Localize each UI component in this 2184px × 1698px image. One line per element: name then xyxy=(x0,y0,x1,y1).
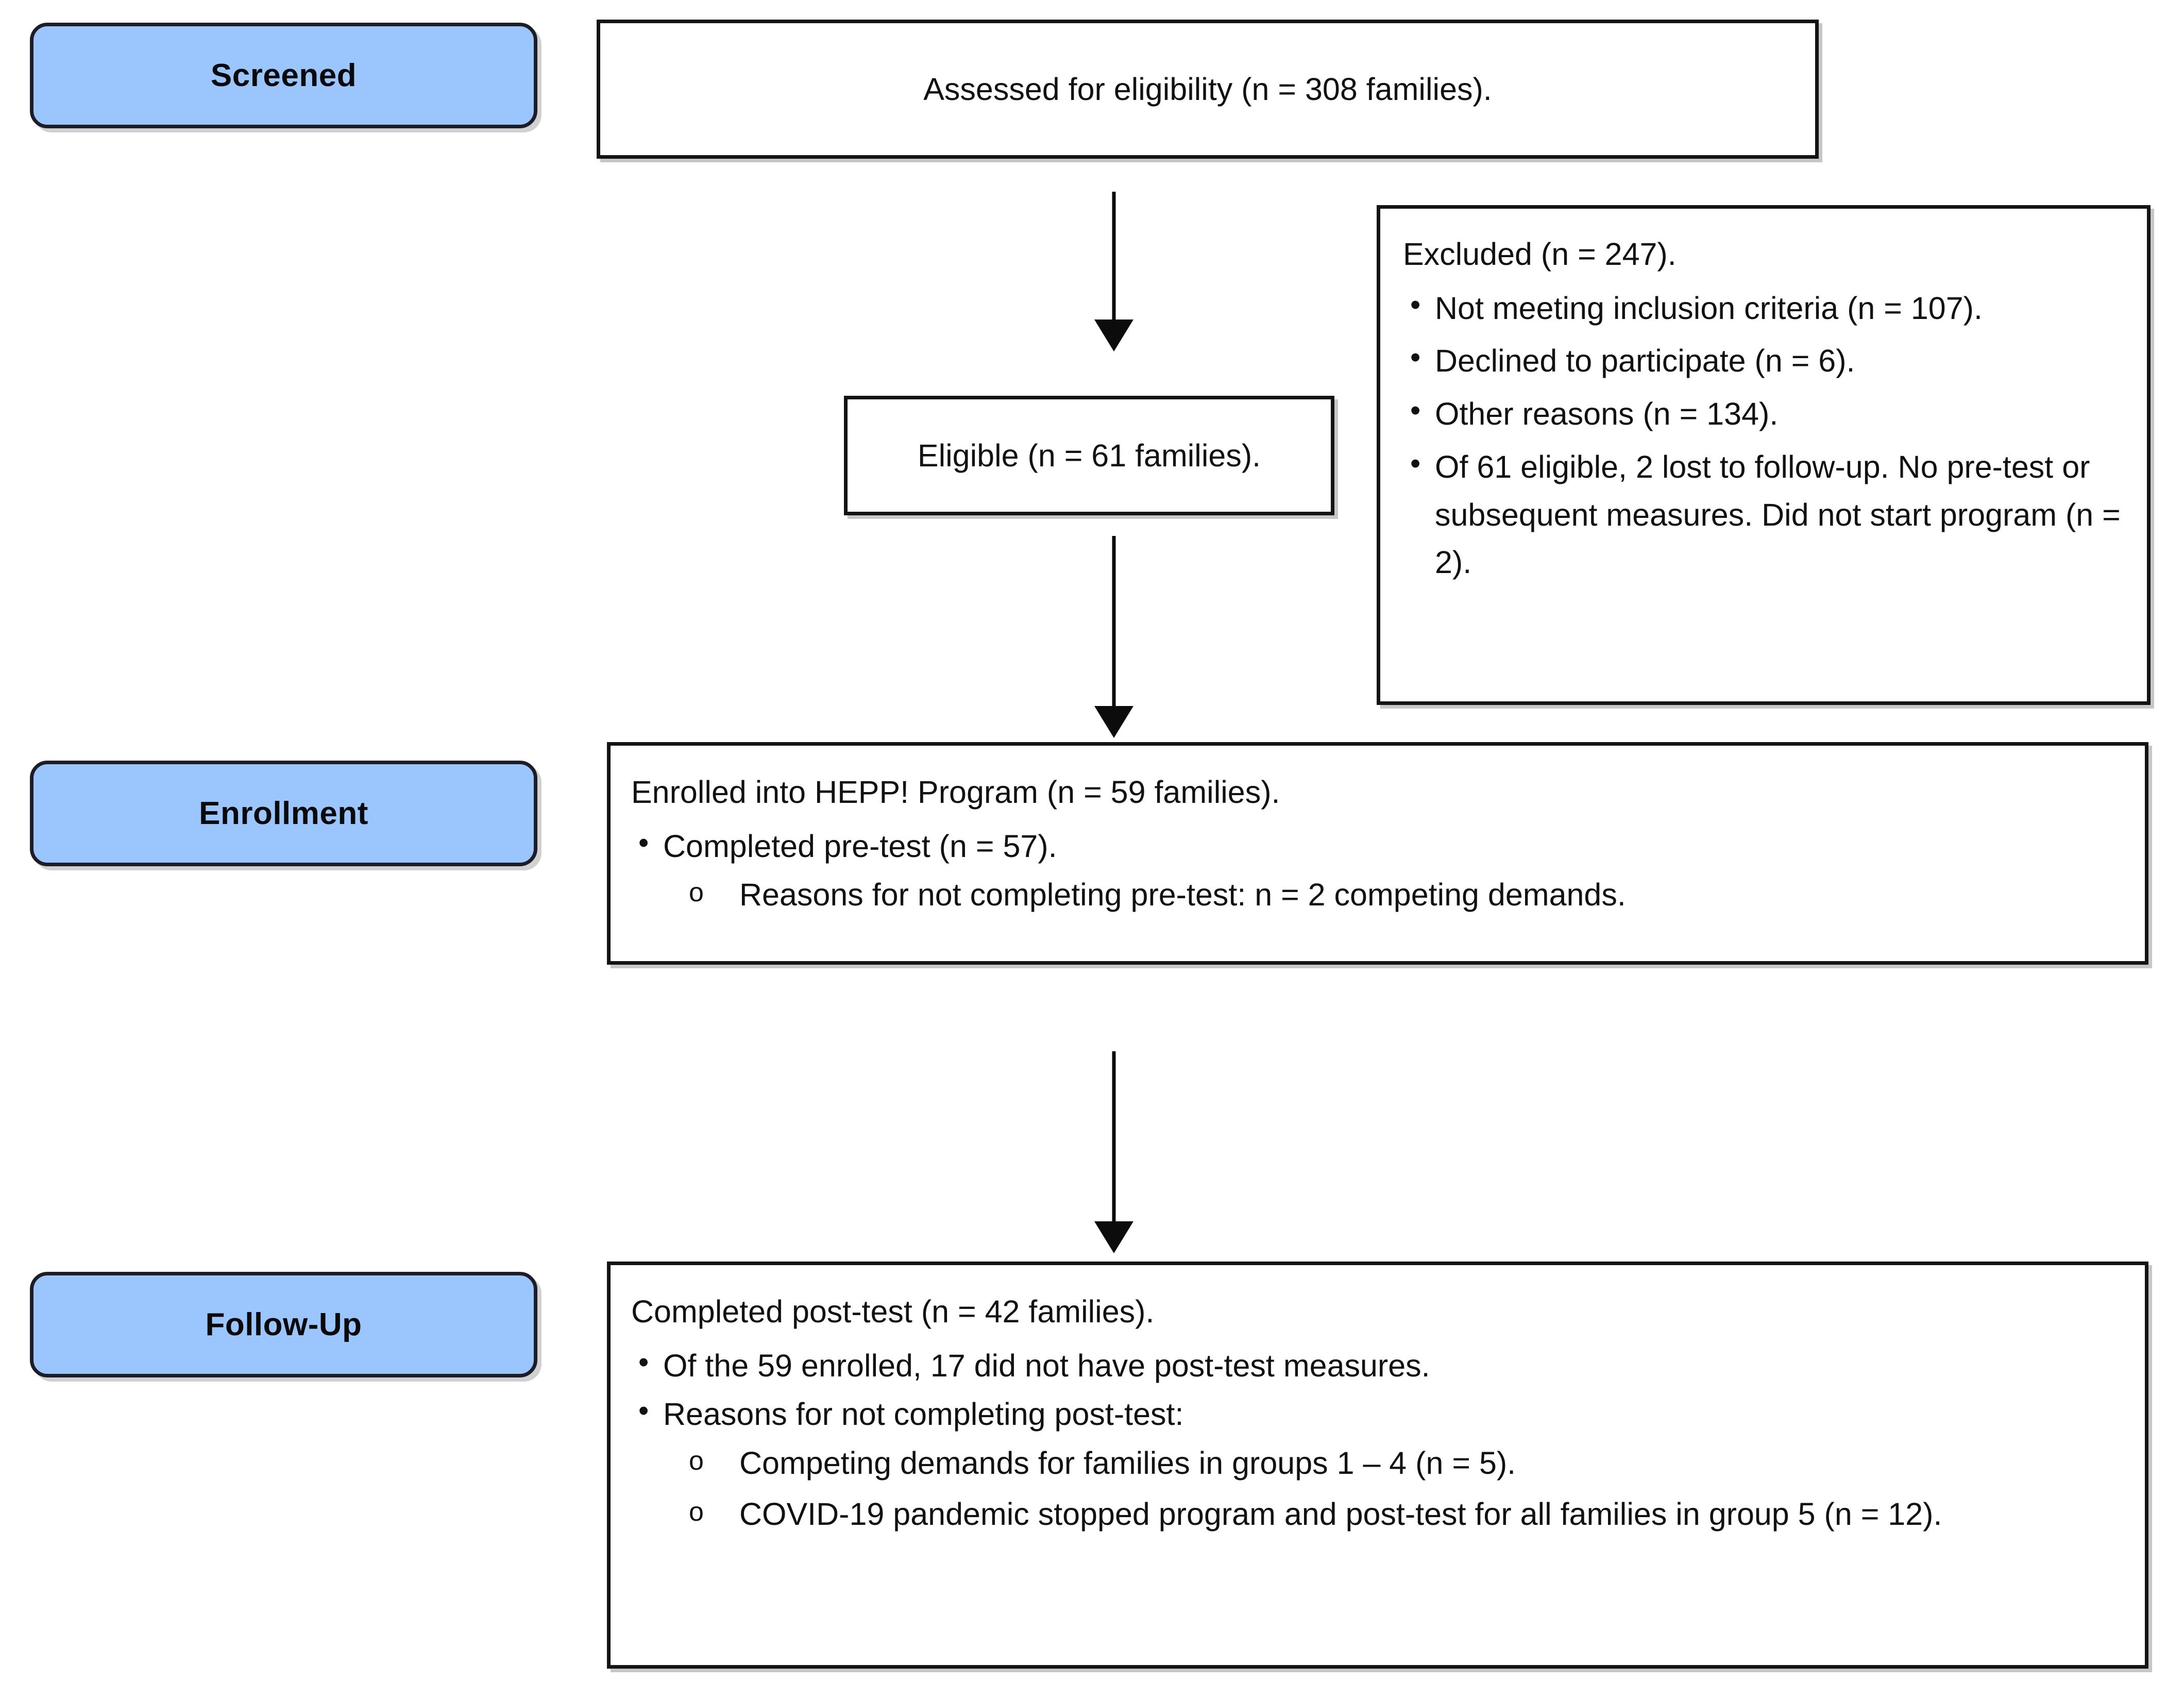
enrolled-content: Enrolled into HEPP! Program (n = 59 fami… xyxy=(611,746,2145,919)
stage-label-enrollment: Enrollment xyxy=(30,761,537,866)
list-item: Declined to participate (n = 6). xyxy=(1403,335,2131,385)
excluded-content: Excluded (n = 247). Not meeting inclusio… xyxy=(1380,209,2147,586)
list-item: Reasons for not completing post-test: xyxy=(631,1388,2124,1438)
enrolled-bullet-list: Completed pre-test (n = 57). xyxy=(631,820,2124,870)
arrow-down-icon-eligible-to-enrolled xyxy=(1094,536,1133,738)
arrow-head xyxy=(1094,1221,1133,1253)
list-item: Completed pre-test (n = 57). xyxy=(631,820,2124,870)
box-post-test: Completed post-test (n = 42 families). O… xyxy=(607,1262,2148,1669)
posttest-content: Completed post-test (n = 42 families). O… xyxy=(611,1265,2145,1538)
box-enrolled: Enrolled into HEPP! Program (n = 59 fami… xyxy=(607,742,2148,965)
list-item: Of 61 eligible, 2 lost to follow-up. No … xyxy=(1403,441,2131,586)
stage-label-screened: Screened xyxy=(30,23,537,128)
list-item: Of the 59 enrolled, 17 did not have post… xyxy=(631,1340,2124,1390)
excluded-lead: Excluded (n = 247). xyxy=(1403,237,1677,272)
list-item: Other reasons (n = 134). xyxy=(1403,388,2131,438)
posttest-lead: Completed post-test (n = 42 families). xyxy=(631,1294,1155,1329)
stage-label-followup-text: Follow-Up xyxy=(205,1307,362,1342)
arrow-shaft xyxy=(1112,536,1116,706)
arrow-head xyxy=(1094,320,1133,351)
arrow-shaft xyxy=(1112,1051,1116,1221)
list-item: Not meeting inclusion criteria (n = 107)… xyxy=(1403,282,2131,332)
posttest-subbullet-list: Competing demands for families in groups… xyxy=(631,1439,2124,1538)
box-assessed-for-eligibility: Assessed for eligibility (n = 308 famili… xyxy=(597,20,1819,159)
posttest-bullet-list: Of the 59 enrolled, 17 did not have post… xyxy=(631,1340,2124,1438)
enrolled-subbullet-list: Reasons for not completing pre-test: n =… xyxy=(631,871,2124,919)
box-excluded: Excluded (n = 247). Not meeting inclusio… xyxy=(1377,205,2151,705)
enrolled-lead: Enrolled into HEPP! Program (n = 59 fami… xyxy=(631,775,1280,810)
assessed-text: Assessed for eligibility (n = 308 famili… xyxy=(923,71,1492,107)
excluded-bullet-list: Not meeting inclusion criteria (n = 107)… xyxy=(1403,282,2131,586)
arrow-down-icon-enrolled-to-posttest xyxy=(1094,1051,1133,1253)
arrow-shaft xyxy=(1112,192,1116,320)
stage-label-followup: Follow-Up xyxy=(30,1272,537,1377)
list-item: Reasons for not completing pre-test: n =… xyxy=(631,871,2124,919)
arrow-head xyxy=(1094,706,1133,738)
box-eligible: Eligible (n = 61 families). xyxy=(844,396,1334,515)
list-item: Competing demands for families in groups… xyxy=(631,1439,2124,1487)
eligible-text: Eligible (n = 61 families). xyxy=(917,438,1261,473)
stage-label-enrollment-text: Enrollment xyxy=(199,796,368,831)
stage-label-screened-text: Screened xyxy=(210,58,357,93)
arrow-down-icon-assessed-to-eligible xyxy=(1094,192,1133,351)
list-item: COVID-19 pandemic stopped program and po… xyxy=(631,1490,2124,1538)
